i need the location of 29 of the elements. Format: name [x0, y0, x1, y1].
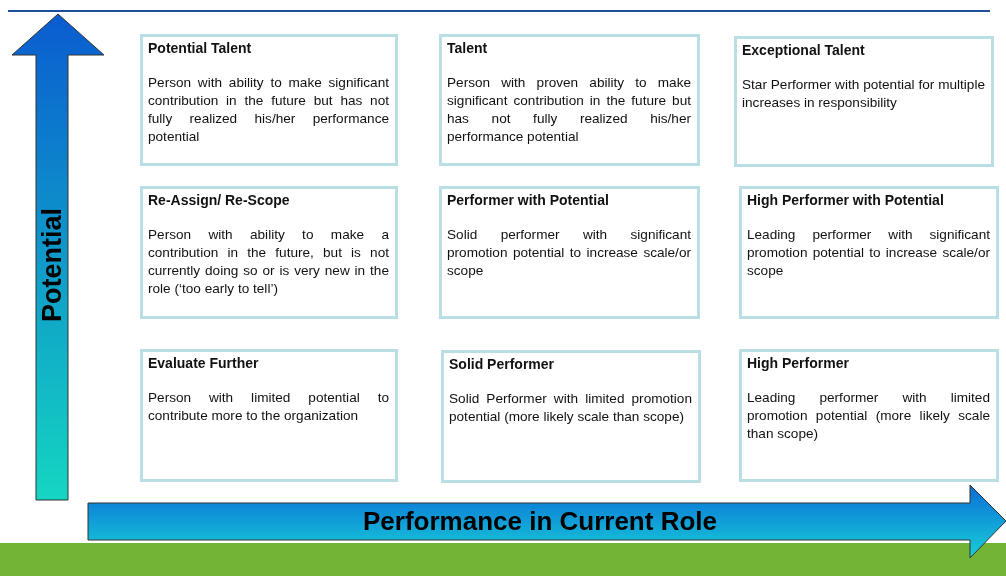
box-heading: Re-Assign/ Re-Scope [148, 192, 291, 209]
box-description: Person with ability to make significant contribution in the future but has not fully realized his/her performance potential [148, 74, 389, 146]
box-heading: Exceptional Talent [742, 42, 866, 59]
box-description: Leading performer with limited promotion potential (more likely scale than scope) [747, 389, 990, 443]
category-box [441, 350, 701, 483]
category-box [140, 349, 398, 482]
box-description: Person with ability to make a contribution in the future, but is not currently doing so or is very new in the role (‘too early to tell’) [148, 226, 389, 298]
box-description: Solid performer with significant promotion potential to increase scale/or scope [447, 226, 691, 280]
axis-title: Performance in Current Role [363, 505, 717, 537]
box-heading: Evaluate Further [148, 355, 260, 372]
box-heading: Talent [447, 40, 489, 57]
category-box [140, 186, 398, 319]
category-box [439, 34, 700, 166]
category-box [439, 186, 700, 319]
axis-title: Potential [36, 208, 68, 322]
category-box [140, 34, 398, 166]
box-description: Star Performer with potential for multiple increases in responsibility [742, 76, 985, 112]
box-heading: High Performer with Potential [747, 192, 945, 209]
category-box [739, 186, 999, 319]
box-heading: High Performer [747, 355, 850, 372]
box-heading: Potential Talent [148, 40, 253, 57]
box-description: Solid Performer with limited promotion potential (more likely scale than scope) [449, 390, 692, 426]
box-description: Person with proven ability to make significant contribution in the future but has not fully realized his/her performance potential [447, 74, 691, 146]
category-box [739, 349, 999, 482]
box-heading: Solid Performer [449, 356, 556, 373]
box-description: Leading performer with significant promotion potential to increase scale/or scope [747, 226, 990, 280]
box-heading: Performer with Potential [447, 192, 610, 209]
box-description: Person with limited potential to contribute more to the organization [148, 389, 389, 425]
category-box [734, 36, 994, 167]
